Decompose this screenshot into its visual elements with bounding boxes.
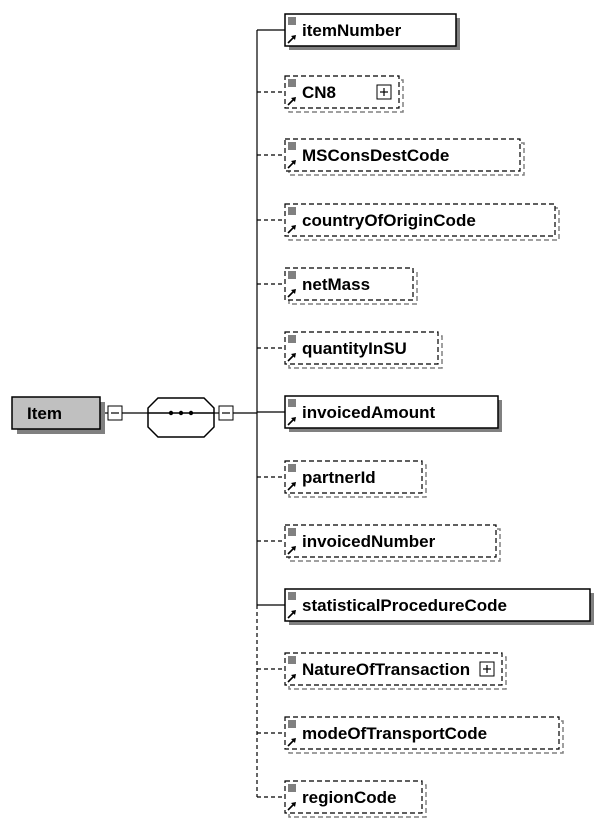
element-box xyxy=(284,13,457,47)
element-node[interactable]: itemNumber xyxy=(284,13,460,50)
element-type-icon xyxy=(288,79,296,87)
element-type-icon xyxy=(288,271,296,279)
element-label: netMass xyxy=(302,275,370,294)
element-shadow xyxy=(288,142,525,176)
element-node[interactable]: regionCode xyxy=(284,780,427,818)
element-box xyxy=(284,652,503,686)
element-box xyxy=(284,460,423,494)
expand-button[interactable] xyxy=(376,84,392,100)
element-box xyxy=(284,395,499,429)
element-node[interactable]: MSConsDestCode xyxy=(284,138,525,176)
element-type-icon xyxy=(288,335,296,343)
reference-arrow-icon xyxy=(287,289,296,298)
element-node[interactable]: netMass xyxy=(284,267,418,305)
element-type-icon xyxy=(288,656,296,664)
element-node[interactable]: quantityInSU xyxy=(284,331,443,369)
element-type-icon xyxy=(288,528,296,536)
reference-arrow-icon xyxy=(287,225,296,234)
element-node[interactable]: invoicedAmount xyxy=(284,395,502,432)
root-element[interactable]: Item xyxy=(11,396,105,434)
element-type-icon xyxy=(288,17,296,25)
element-node[interactable]: CN8 xyxy=(284,75,404,113)
reference-arrow-icon xyxy=(287,482,296,491)
element-type-icon xyxy=(288,592,296,600)
element-node[interactable]: modeOfTransportCode xyxy=(284,716,564,754)
element-label: statisticalProcedureCode xyxy=(302,596,507,615)
sequence-collapse-button[interactable] xyxy=(218,405,234,421)
element-label: countryOfOriginCode xyxy=(302,211,476,230)
element-label: modeOfTransportCode xyxy=(302,724,487,743)
element-node[interactable]: NatureOfTransaction xyxy=(284,652,507,690)
expand-button[interactable] xyxy=(479,661,495,677)
element-box xyxy=(284,267,414,301)
reference-arrow-icon xyxy=(287,674,296,683)
reference-arrow-icon xyxy=(287,802,296,811)
element-label: CN8 xyxy=(302,83,336,102)
element-type-icon xyxy=(288,720,296,728)
element-box xyxy=(284,138,521,172)
reference-arrow-icon xyxy=(287,353,296,362)
element-label: regionCode xyxy=(302,788,396,807)
root-collapse-button[interactable] xyxy=(107,405,123,421)
element-label: partnerId xyxy=(302,468,376,487)
element-label: invoicedAmount xyxy=(302,403,436,422)
element-type-icon xyxy=(288,464,296,472)
element-type-icon xyxy=(288,784,296,792)
root-box xyxy=(11,396,101,430)
connector-lines xyxy=(100,29,285,798)
reference-arrow-icon xyxy=(287,610,296,619)
element-label: MSConsDestCode xyxy=(302,146,449,165)
reference-arrow-icon xyxy=(287,546,296,555)
element-label: invoicedNumber xyxy=(302,532,436,551)
element-node[interactable]: statisticalProcedureCode xyxy=(284,588,594,625)
element-box xyxy=(284,75,400,109)
root-label: Item xyxy=(27,404,62,423)
element-type-icon xyxy=(288,207,296,215)
element-box xyxy=(284,716,560,750)
element-box xyxy=(284,588,591,622)
reference-arrow-icon xyxy=(287,160,296,169)
reference-arrow-icon xyxy=(287,97,296,106)
element-box xyxy=(284,524,497,558)
element-label: NatureOfTransaction xyxy=(302,660,470,679)
reference-arrow-icon xyxy=(287,35,296,44)
reference-arrow-icon xyxy=(287,738,296,747)
element-label: itemNumber xyxy=(302,21,402,40)
element-node[interactable]: partnerId xyxy=(284,460,427,498)
element-box xyxy=(284,203,556,237)
reference-arrow-icon xyxy=(287,417,296,426)
element-node[interactable]: countryOfOriginCode xyxy=(284,203,560,241)
sequence-compositor[interactable] xyxy=(147,397,215,438)
element-label: quantityInSU xyxy=(302,339,407,358)
element-box xyxy=(284,780,423,814)
element-type-icon xyxy=(288,142,296,150)
element-box xyxy=(284,331,439,365)
element-node[interactable]: invoicedNumber xyxy=(284,524,501,562)
element-type-icon xyxy=(288,399,296,407)
